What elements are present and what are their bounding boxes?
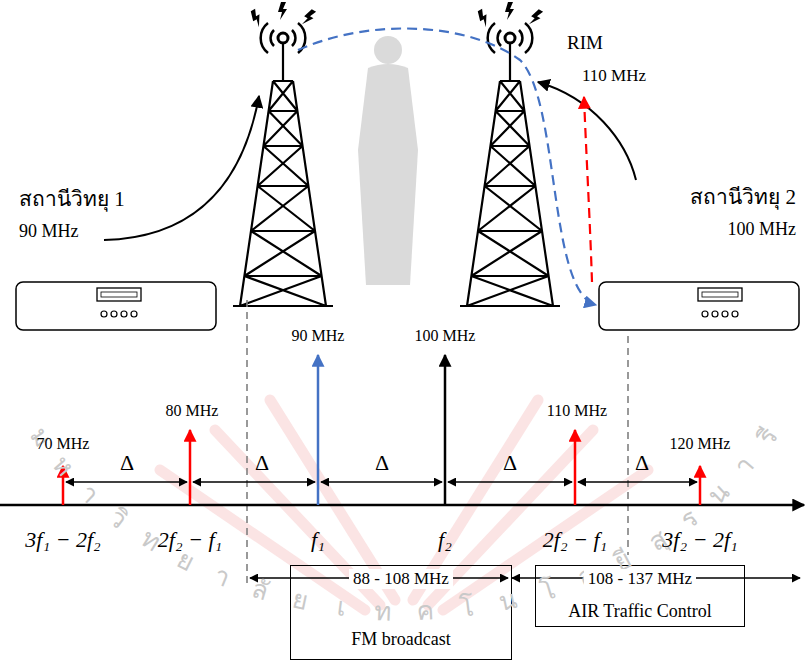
spacing-arrow (578, 481, 697, 482)
spacing-symbol: Δ (375, 450, 389, 475)
statue-body (358, 64, 418, 285)
statue-head (374, 36, 402, 64)
frequency-label: 120 MHz (670, 435, 731, 453)
interference-path (298, 28, 596, 305)
frequency-formula: 3f₂ − 2f₁ (662, 527, 737, 552)
station-name: สถานีวิทยุ 1 (19, 187, 125, 211)
watermark-glyph: ค (416, 598, 434, 625)
watermark-glyph: น (703, 478, 734, 509)
rim-arrow (584, 97, 592, 282)
spectral-line (699, 466, 702, 505)
watermark-glyph: า (75, 479, 104, 508)
station-frequency: 90 MHz (19, 221, 79, 242)
radio-tower (460, 2, 560, 306)
station-name: สถานีวิทยุ 2 (690, 185, 796, 209)
frequency-formula: 2f₂ − f₁ (158, 527, 222, 552)
spectral-line (317, 355, 320, 505)
frequency-label: 110 MHz (582, 66, 646, 86)
radio-receiver (598, 281, 800, 331)
receiver-display (702, 292, 738, 297)
frequency-band-box: 108 - 137 MHzAIR Traffic Control (535, 565, 745, 627)
receiver-knob (131, 311, 137, 317)
emblem-statue (358, 36, 418, 285)
frequency-label: 110 MHz (547, 402, 607, 420)
band-boundary (246, 300, 248, 585)
spacing-arrow (321, 481, 442, 482)
receiver-body (599, 282, 799, 330)
watermark-glyph: ย (290, 587, 310, 616)
receiver-knob (111, 311, 117, 317)
watermark-glyph: า (210, 562, 234, 592)
receiver-knob (101, 311, 107, 317)
watermark-glyph: า (730, 452, 759, 480)
spacing-symbol: Δ (255, 450, 269, 475)
spectral-line (62, 466, 65, 505)
frequency-label: 90 MHz (292, 327, 345, 345)
watermark-glyph: ลั (249, 576, 272, 606)
band-range: 108 - 137 MHz (584, 569, 696, 589)
spacing-arrows (66, 481, 697, 482)
spacing-symbol: Δ (503, 450, 517, 475)
spectral-line (444, 355, 447, 505)
radio-station: สถานีวิทยุ 1 90 MHz (15, 185, 217, 331)
radio-receiver (15, 281, 217, 331)
watermark-glyph: ท (374, 598, 392, 625)
receiver-display (101, 292, 137, 297)
receiver-body (16, 282, 216, 330)
station-frequency: 100 MHz (728, 219, 797, 240)
frequency-formula: f₂ (438, 527, 452, 552)
band-name: FM broadcast (351, 629, 450, 650)
radio-station: สถานีวิทยุ 2 100 MHz (598, 183, 800, 331)
receiver-display (97, 288, 141, 301)
radio-tower (233, 2, 333, 306)
band-name: AIR Traffic Control (568, 601, 712, 622)
frequency-axis (0, 504, 804, 507)
frequency-label: 80 MHz (166, 402, 219, 420)
interference-label: RIM (567, 32, 603, 54)
watermark-glyph: รี (753, 424, 782, 450)
spacing-symbol: Δ (120, 450, 134, 475)
spacing-arrow (448, 481, 572, 482)
band-range: 88 - 108 MHz (349, 569, 453, 589)
frequency-band-box: 88 - 108 MHz FM broadcast (290, 565, 512, 660)
watermark-glyph: วิ (104, 504, 132, 534)
transmit-arrow (104, 96, 259, 240)
frequency-label: 100 MHz (415, 327, 476, 345)
watermark-glyph: น (496, 587, 519, 616)
watermark-glyph: เ (335, 595, 347, 622)
receiver-knob (121, 311, 127, 317)
spacing-arrow (66, 481, 187, 482)
receiver-display (698, 288, 742, 301)
receiver-knob (712, 311, 718, 317)
band-boundary (627, 336, 629, 555)
watermark-glyph: ห (48, 451, 79, 481)
spacing-symbol: Δ (635, 450, 649, 475)
spacing-arrow (193, 481, 315, 482)
frequency-formula: 3f₁ − 2f₂ (25, 527, 100, 552)
watermark-glyph: โ (537, 576, 558, 605)
receiver-knob (722, 311, 728, 317)
frequency-formula: f₁ (311, 527, 325, 552)
spectral-line (574, 430, 577, 505)
frequency-label: 70 MHz (37, 435, 90, 453)
frequency-formula: 2f₂ − f₁ (543, 527, 607, 552)
watermark-glyph: โ (458, 594, 475, 622)
receiver-knob (702, 311, 708, 317)
receiver-knob (732, 311, 738, 317)
spectral-line (189, 430, 192, 505)
